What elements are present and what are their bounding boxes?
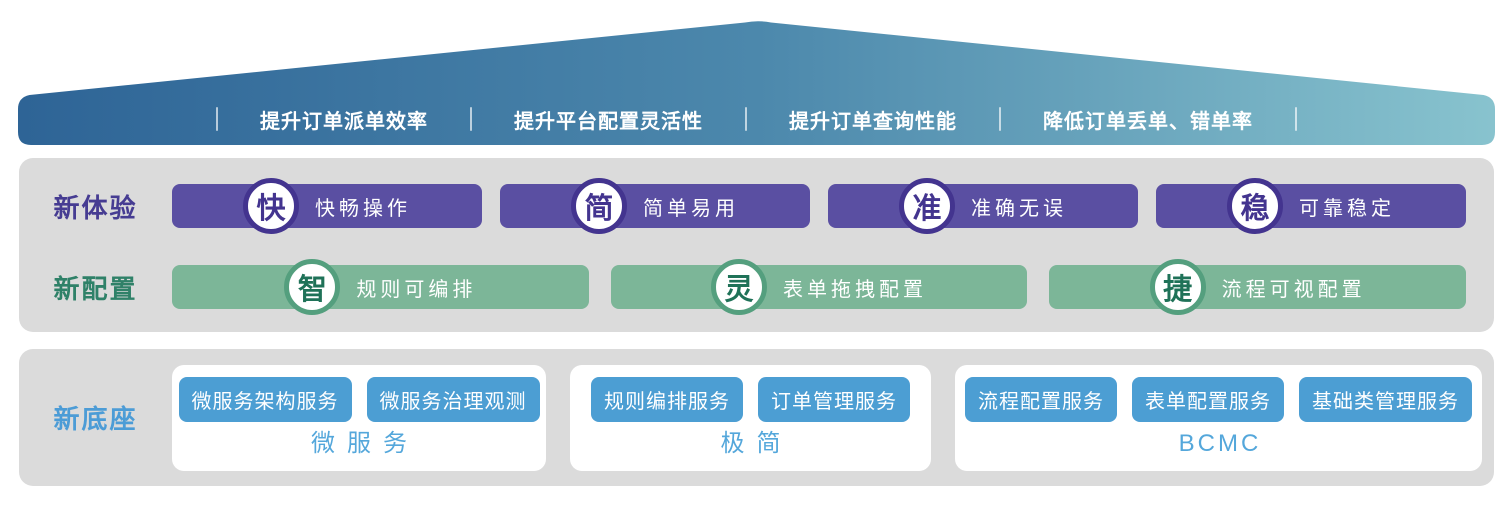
roof-shape: [18, 21, 1495, 145]
config-pill: 灵 表单拖拽配置: [610, 259, 1028, 315]
experience-pill: 稳 可靠稳定: [1156, 178, 1466, 234]
config-pill-list: 智 规则可编排 灵 表单拖拽配置 捷 流程可视配置: [172, 259, 1467, 315]
pill-badge: 快: [243, 178, 299, 234]
pill-label: 准确无误: [971, 197, 1067, 220]
experience-config-panel: 新体验 快 快畅操作 简 简单易用 准 准确无误 稳 可靠稳定 新配置 智: [19, 158, 1494, 332]
separator-bar: [1295, 107, 1297, 131]
service-button: 微服务治理观测: [366, 377, 540, 422]
service-button: 流程配置服务: [965, 377, 1117, 422]
separator-bar: [470, 107, 472, 131]
pill-label: 表单拖拽配置: [783, 278, 927, 301]
experience-pill: 快 快畅操作: [172, 178, 482, 234]
pill-label: 可靠稳定: [1299, 197, 1395, 220]
service-group-list: 微服务架构服务 微服务治理观测 微服务 规则编排服务 订单管理服务 极简 流程配…: [172, 349, 1483, 486]
service-group-caption: BCMC: [1178, 430, 1262, 457]
roof-benefit-list: 提升订单派单效率 提升平台配置灵活性 提升订单查询性能 降低订单丢单、错单率: [18, 93, 1495, 145]
pill-label: 简单易用: [643, 197, 739, 220]
config-pill: 智 规则可编排: [172, 259, 589, 315]
pill-badge: 稳: [1227, 178, 1283, 234]
separator-bar: [216, 107, 218, 131]
separator-bar: [999, 107, 1001, 131]
separator-bar: [745, 107, 747, 131]
roof-benefit-item: 提升平台配置灵活性: [514, 110, 703, 133]
foundation-row-label: 新底座: [53, 404, 138, 434]
config-row: 新配置 智 规则可编排 灵 表单拖拽配置 捷 流程可视配置: [19, 259, 1494, 315]
experience-row-label: 新体验: [53, 192, 138, 223]
service-button-row: 流程配置服务 表单配置服务 基础类管理服务: [965, 377, 1472, 422]
service-button-row: 规则编排服务 订单管理服务: [591, 377, 910, 422]
service-group-caption: 微服务: [311, 430, 419, 457]
service-group-card-microservice: 微服务架构服务 微服务治理观测 微服务: [172, 364, 546, 471]
pill-label: 快畅操作: [315, 197, 411, 220]
service-button-row: 微服务架构服务 微服务治理观测: [178, 377, 540, 422]
experience-pill: 简 简单易用: [500, 178, 810, 234]
pill-badge: 简: [571, 178, 627, 234]
service-button: 规则编排服务: [591, 377, 743, 422]
pill-badge: 智: [284, 259, 341, 315]
config-row-label: 新配置: [53, 273, 138, 304]
config-pill: 捷 流程可视配置: [1049, 259, 1467, 315]
service-button: 订单管理服务: [758, 377, 910, 422]
service-group-card-bcmc: 流程配置服务 表单配置服务 基础类管理服务 BCMC: [955, 364, 1482, 471]
experience-pill: 准 准确无误: [828, 178, 1138, 234]
foundation-row: 新底座: [19, 349, 1494, 486]
experience-row: 新体验 快 快畅操作 简 简单易用 准 准确无误 稳 可靠稳定: [19, 178, 1494, 234]
foundation-panel: 新底座 微服务架构服务 微服务治理观测 微服务 规则编排服务 订单管理服务 极简…: [19, 349, 1494, 486]
roof-benefit-item: 降低订单丢单、错单率: [1043, 110, 1253, 133]
pill-badge: 灵: [711, 259, 767, 315]
service-button: 基础类管理服务: [1299, 377, 1472, 422]
roof-benefit-item: 提升订单派单效率: [260, 110, 428, 133]
service-button: 微服务架构服务: [178, 377, 352, 422]
pill-badge: 准: [899, 178, 955, 234]
service-group-card-minimal: 规则编排服务 订单管理服务 极简: [570, 364, 931, 471]
pill-label: 流程可视配置: [1221, 278, 1366, 301]
roof-benefit-item: 提升订单查询性能: [789, 110, 957, 133]
service-button: 表单配置服务: [1132, 377, 1284, 422]
pill-label: 规则可编排: [356, 278, 477, 301]
experience-pill-list: 快 快畅操作 简 简单易用 准 准确无误 稳 可靠稳定: [172, 178, 1466, 234]
service-group-caption: 极简: [720, 430, 793, 457]
pill-badge: 捷: [1149, 259, 1206, 315]
